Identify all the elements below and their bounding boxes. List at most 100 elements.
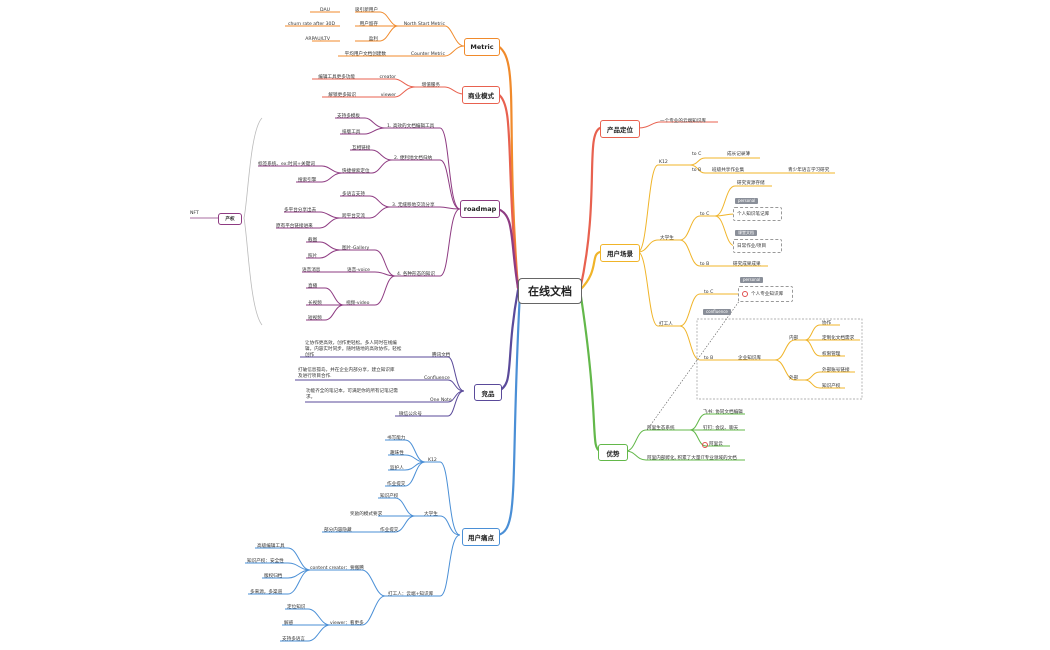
pp-creator-1: 高级编辑工具 bbox=[257, 544, 285, 549]
roadmap-3b: 跨平台交流 bbox=[342, 214, 365, 219]
tag-confluence: confluence bbox=[703, 309, 731, 315]
eco-dingtalk: 钉钉: 会议、聊天 bbox=[703, 426, 739, 431]
pp-viewer-2: 解惑 bbox=[284, 621, 294, 626]
regular-docs-label: 定制化文档需求 bbox=[822, 336, 855, 341]
k12-label: K12 bbox=[659, 160, 668, 165]
k12-toc: to C bbox=[692, 152, 702, 157]
pp-viewer-1: 定位知识 bbox=[287, 605, 306, 610]
worker-label: 打工人 bbox=[659, 322, 673, 327]
comp-2-desc-2: 及进行项目合作. bbox=[298, 374, 332, 379]
comp-1-label: 腾讯文档 bbox=[432, 353, 451, 358]
roadmap-1b: 排版工具 bbox=[342, 130, 361, 135]
college-tob: to B bbox=[700, 262, 710, 267]
roadmap-2b: 快捷搜索定位 bbox=[342, 169, 370, 174]
ip-label: 知识产权 bbox=[822, 384, 841, 389]
collab-label: 协作 bbox=[822, 321, 832, 326]
college-toc-item: 研究资源存储 bbox=[737, 181, 765, 186]
pp-creator-4: 多来源，多渠道 bbox=[250, 590, 283, 595]
roadmap-4a2: 照片 bbox=[308, 254, 318, 259]
counter-desc: 平均用户文档创建数 bbox=[344, 52, 386, 57]
comp-3-label: One Note bbox=[430, 398, 452, 403]
ecosystem-label: 阿里生态系统 bbox=[647, 426, 675, 431]
roadmap-node[interactable]: roadmap bbox=[460, 200, 500, 218]
pp-viewer: viewer：看更多 bbox=[330, 621, 364, 626]
comp-2-label: Confluence bbox=[424, 376, 450, 381]
internal-incubation: 阿里内部孵化, 积累了大量IT专业领域的文档 bbox=[647, 456, 737, 461]
roadmap-2c: 标签系统、ex:时间+关键词 bbox=[258, 162, 315, 167]
comp-3-desc-1: 功能齐全的笔记本，可满足你的所有记笔记需 bbox=[306, 389, 398, 394]
roadmap-4a: 图片-Gallery bbox=[342, 246, 370, 251]
competitors-node[interactable]: 竞品 bbox=[474, 384, 502, 401]
value-service-label: 增值服务 bbox=[421, 83, 440, 88]
comp-2-desc-1: 打破信息孤岛，并在企业内部分享，建立知识库 bbox=[298, 368, 395, 373]
internal-label: 内部 bbox=[789, 336, 799, 341]
comp-1-desc-1: 让协作更高效，创作更轻松。多人同时在线编 bbox=[305, 341, 397, 346]
external-label: 外部 bbox=[789, 376, 799, 381]
advantages-node[interactable]: 优势 bbox=[598, 444, 628, 461]
business-model-node[interactable]: 商业模式 bbox=[462, 86, 500, 104]
product-desc: 一个专业的云端知识库 bbox=[660, 119, 706, 124]
tag-personal: personal bbox=[735, 198, 759, 204]
tag-personal-2: personal bbox=[740, 277, 764, 283]
roadmap-3: 3. 无缝移地交流分享 bbox=[392, 203, 435, 208]
k12-tob-item: 班级共享作业集 bbox=[712, 168, 745, 173]
root-node[interactable]: 在线文档 bbox=[518, 278, 582, 304]
eco-feishu: 飞书: 协同文档编辑 bbox=[703, 410, 743, 415]
worker-tob: to B bbox=[704, 356, 714, 361]
creator-label: creator bbox=[379, 75, 396, 80]
college-daily[interactable]: 日常作业/项目 bbox=[733, 239, 782, 253]
counter-label: Counter Metric bbox=[410, 52, 445, 57]
college-notes[interactable]: 个人知识笔记库 bbox=[733, 207, 782, 221]
college-toc: to C bbox=[700, 212, 710, 217]
comp-3-desc-2: 求。 bbox=[306, 395, 316, 400]
k12-toc-item: 成长记录薄 bbox=[727, 152, 750, 157]
college-label: 大学生 bbox=[660, 236, 674, 241]
tag-class: 课堂文档 bbox=[735, 230, 757, 236]
comp-4-label: 微信公众号 bbox=[399, 412, 422, 417]
churn-label: churn rate after 30D bbox=[287, 22, 335, 27]
roadmap-4a1: 截图 bbox=[308, 238, 318, 243]
product-positioning-node[interactable]: 产品定位 bbox=[600, 120, 640, 138]
pp-creator-3: 版权归档 bbox=[264, 574, 283, 579]
roadmap-4c2: 长视频 bbox=[308, 301, 322, 306]
property-node[interactable]: 产权 bbox=[218, 213, 242, 225]
pp-creator: content creator：要搬腾 bbox=[310, 566, 364, 571]
enterprise-kb: 企业知识库 bbox=[738, 356, 761, 361]
roadmap-4c3: 短视频 bbox=[308, 316, 322, 321]
creator-desc: 编辑工具更多功能 bbox=[318, 75, 355, 80]
metric-node[interactable]: Metric bbox=[464, 38, 500, 56]
external-link-label: 外部账号链接 bbox=[822, 368, 850, 373]
roadmap-2d: 搜索引擎 bbox=[298, 178, 317, 183]
pp-creator-2: 知识产权：安全性 bbox=[247, 559, 284, 564]
pp-college-3: 作业提交 bbox=[380, 528, 399, 533]
permission-label: 权限管理 bbox=[822, 352, 841, 357]
k12-tob-item2: 青少年语言学习研究 bbox=[788, 168, 830, 173]
arpu-desc: 盈利 bbox=[368, 37, 378, 42]
pp-k12-2: 趣味性 bbox=[390, 451, 404, 456]
pain-points-node[interactable]: 用户痛点 bbox=[462, 528, 500, 546]
roadmap-4b1: 语音消息 bbox=[302, 268, 321, 273]
viewer-label: viewer bbox=[380, 93, 396, 98]
aliyun-icon bbox=[702, 442, 708, 448]
comp-1-desc-3: 创作 bbox=[305, 353, 315, 358]
pp-college-2: 奖励的模式要求 bbox=[350, 512, 383, 517]
pp-worker: 打工人：云端+知识库 bbox=[388, 592, 434, 597]
roadmap-3d: 原有平台链接进来 bbox=[276, 224, 313, 229]
user-scenarios-node[interactable]: 用户场景 bbox=[600, 244, 640, 262]
pp-college-1: 知识产权 bbox=[380, 494, 399, 499]
roadmap-1a: 支持多模板 bbox=[337, 114, 360, 119]
dau-label: DAU bbox=[320, 8, 330, 13]
pp-college-4: 部分内容隐藏 bbox=[324, 528, 352, 533]
roadmap-2a: 互相链接 bbox=[352, 146, 371, 151]
pp-k12: K12 bbox=[428, 458, 437, 463]
worker-toc: to C bbox=[704, 290, 714, 295]
eco-aliyun: 阿里云 bbox=[709, 442, 723, 447]
churn-desc: 用户留存 bbox=[359, 22, 378, 27]
k12-tob: to B bbox=[692, 168, 702, 173]
roadmap-4b: 语音-voice bbox=[347, 268, 371, 273]
pp-k12-1: 书写能力 bbox=[387, 436, 406, 441]
pp-viewer-3: 支持多语言 bbox=[282, 637, 305, 642]
worker-personal[interactable]: 个人专业知识库 bbox=[738, 286, 793, 302]
